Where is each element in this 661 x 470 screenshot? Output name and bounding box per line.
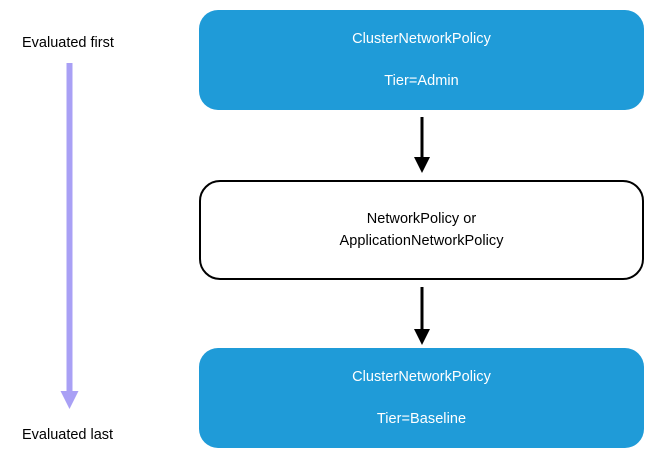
node-cluster-network-policy-baseline[interactable]: ClusterNetworkPolicy Tier=Baseline	[199, 348, 644, 448]
caption-evaluated-first: Evaluated first	[22, 35, 114, 51]
caption-evaluated-last: Evaluated last	[22, 427, 114, 443]
node-subtitle: Tier=Baseline	[376, 410, 467, 427]
node-title: ClusterNetworkPolicy	[352, 31, 491, 47]
node-cluster-network-policy-admin[interactable]: ClusterNetworkPolicy Tier=Admin	[199, 10, 644, 110]
node-network-policy-or-application-network-policy[interactable]: NetworkPolicy or ApplicationNetworkPolic…	[199, 180, 644, 280]
node-subtitle: Tier=Admin	[384, 72, 459, 89]
node-title: ClusterNetworkPolicy	[352, 369, 491, 385]
node-subtitle: ApplicationNetworkPolicy	[339, 233, 504, 249]
node-title: NetworkPolicy or	[366, 210, 477, 227]
arrow-down-icon	[414, 117, 430, 173]
connector-middle-to-baseline	[414, 287, 430, 345]
connector-admin-to-middle	[414, 117, 430, 173]
evaluation-order-arrow	[60, 63, 79, 410]
arrow-down-icon	[414, 287, 430, 345]
evaluation-order-arrow-icon	[60, 63, 79, 409]
